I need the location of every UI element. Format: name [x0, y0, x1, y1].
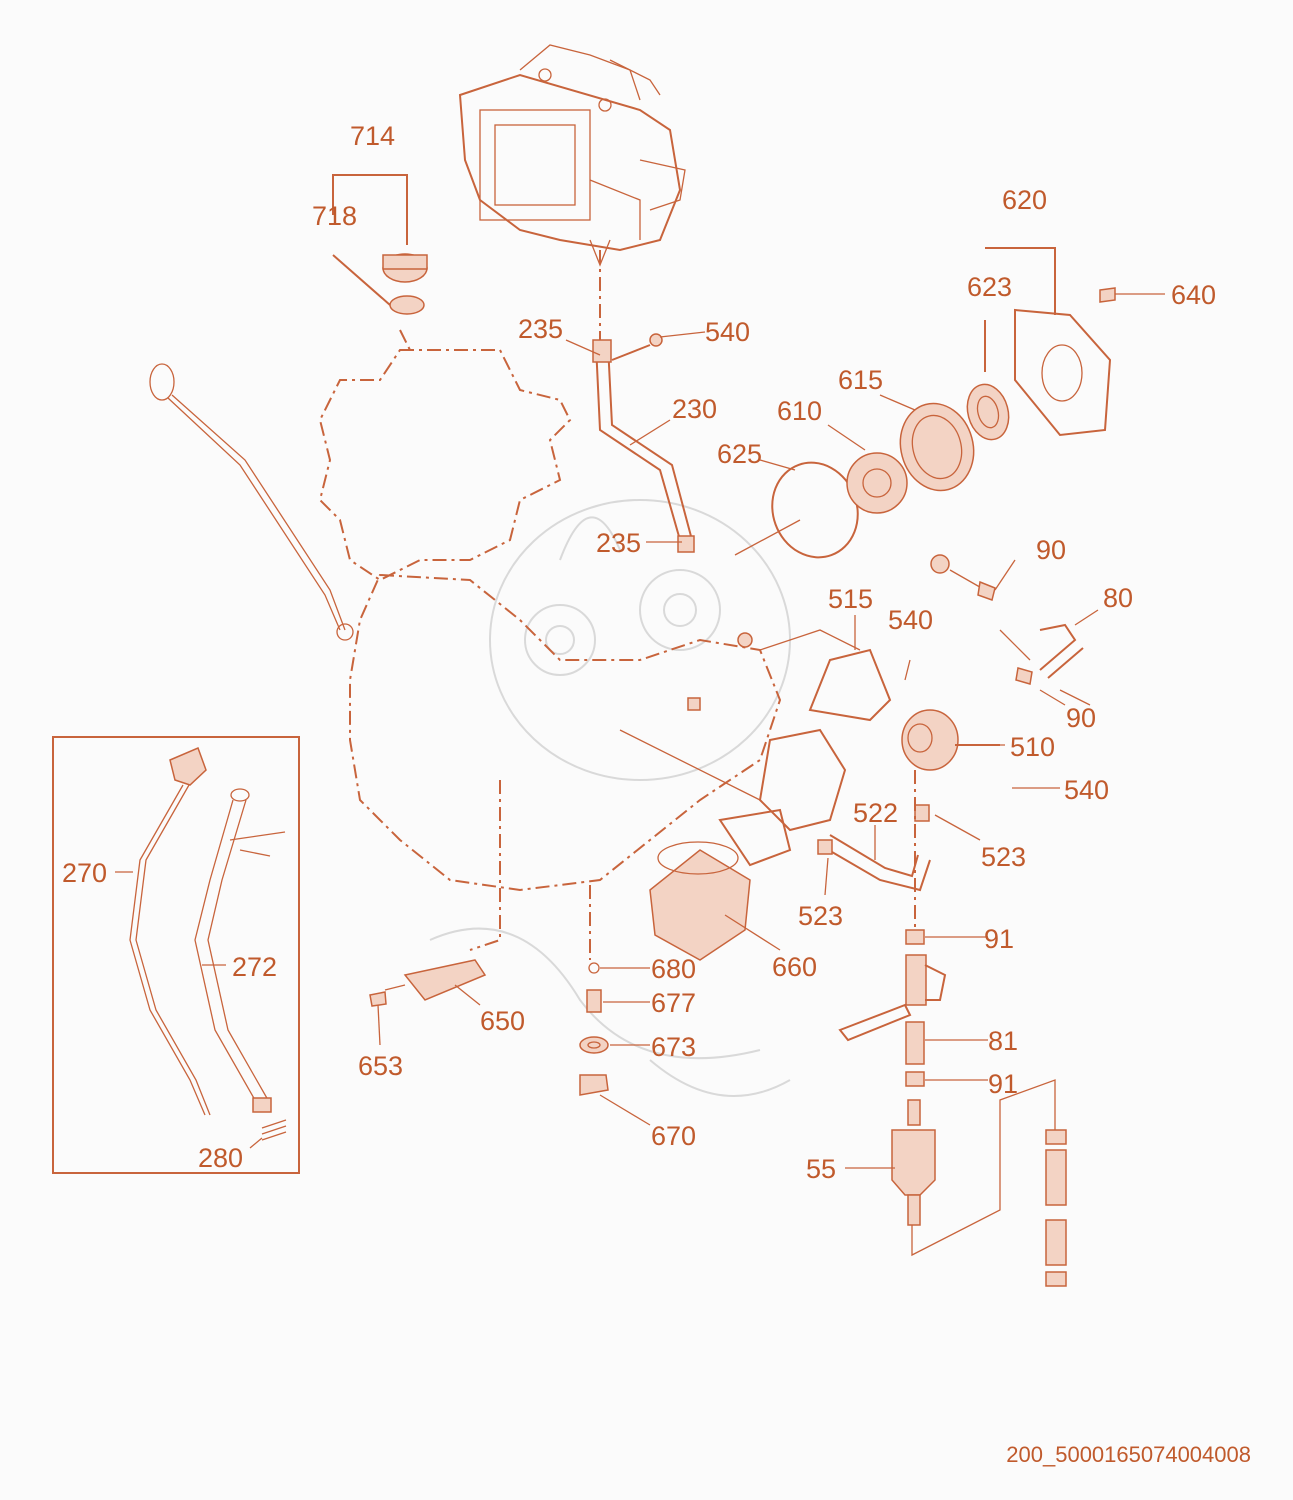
label-625: 625	[717, 439, 763, 469]
label-91-top: 91	[984, 924, 1015, 954]
gear-610	[846, 452, 908, 514]
label-718: 718	[312, 201, 358, 231]
carburetor	[458, 44, 686, 267]
dipstick-long	[149, 363, 354, 641]
engine-block-outline	[318, 250, 782, 960]
label-610: 610	[777, 396, 823, 426]
dipstick-tube-272	[194, 788, 287, 1141]
tube-230	[592, 333, 695, 553]
pump-cover-620	[984, 247, 1112, 437]
label-660: 660	[772, 952, 818, 982]
bracket-714	[332, 174, 408, 245]
dipstick-270	[129, 746, 211, 1116]
fuel-line-81	[838, 770, 947, 1087]
label-80: 80	[1103, 583, 1134, 613]
label-522: 522	[853, 798, 899, 828]
label-670: 670	[651, 1121, 697, 1151]
filter-adapter	[619, 697, 847, 867]
label-230: 230	[672, 394, 718, 424]
label-620: 620	[1002, 185, 1048, 215]
label-540-top: 540	[705, 317, 751, 347]
screen-650	[369, 959, 487, 1007]
label-540-low: 540	[1064, 775, 1110, 805]
label-90-top: 90	[1036, 535, 1067, 565]
label-510: 510	[1010, 732, 1056, 762]
label-90-bottom: 90	[1066, 703, 1097, 733]
hose-522	[817, 804, 931, 892]
gear-615	[899, 402, 975, 492]
leader-718	[332, 254, 391, 306]
label-640: 640	[1171, 280, 1217, 310]
label-680: 680	[651, 954, 697, 984]
fuel-filter-55	[891, 1079, 1067, 1287]
label-714: 714	[350, 121, 396, 151]
label-91-bottom: 91	[988, 1069, 1019, 1099]
label-615: 615	[838, 365, 884, 395]
fuel-line-80	[930, 554, 1091, 706]
label-515: 515	[828, 584, 874, 614]
label-280: 280	[198, 1143, 244, 1173]
label-81: 81	[988, 1026, 1019, 1056]
label-677: 677	[651, 988, 697, 1018]
label-270: 270	[62, 858, 108, 888]
bolt-640	[1099, 287, 1165, 303]
oil-filter-660	[649, 841, 751, 961]
label-673: 673	[651, 1032, 697, 1062]
label-650: 650	[480, 1006, 526, 1036]
label-523-right: 523	[981, 842, 1027, 872]
bracket-515	[737, 629, 892, 722]
fuel-pump-510	[901, 709, 1000, 771]
label-235-bottom: 235	[596, 528, 642, 558]
label-235-top: 235	[518, 314, 564, 344]
label-653: 653	[358, 1051, 404, 1081]
label-55: 55	[806, 1154, 837, 1184]
image-code: 200_5000165074004008	[1006, 1442, 1251, 1467]
label-540-mid: 540	[888, 605, 934, 635]
drain-parts	[579, 962, 609, 1096]
leader-lines	[115, 331, 1099, 1169]
oil-fill-cap	[382, 253, 428, 315]
label-623: 623	[967, 272, 1013, 302]
label-523-left: 523	[798, 901, 844, 931]
label-272: 272	[232, 952, 278, 982]
seal-623	[966, 383, 1010, 441]
inset-box	[52, 736, 300, 1174]
